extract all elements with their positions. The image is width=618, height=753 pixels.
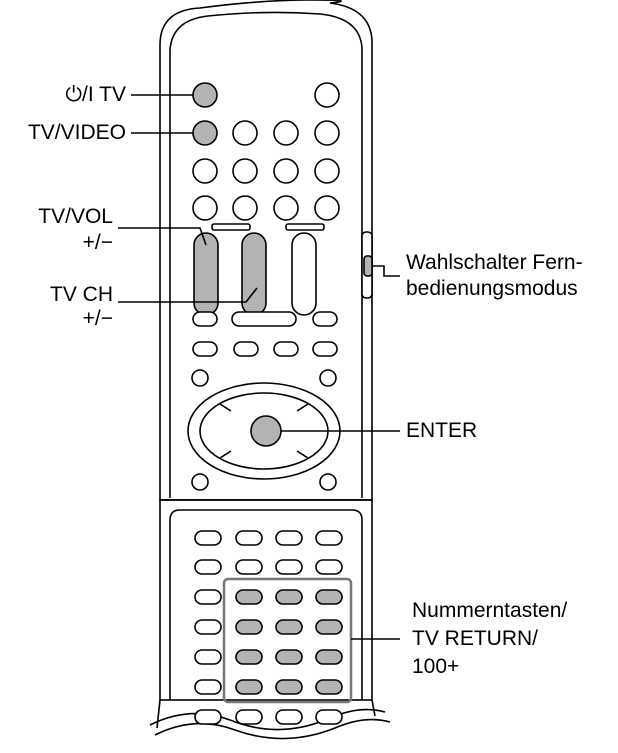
label-tv-vol: TV/VOL: [38, 205, 113, 228]
mode-switch-knob: [363, 255, 373, 277]
label-power-tv: ⏻/I TV: [65, 83, 126, 106]
power-tv-button: [192, 82, 218, 108]
label-tv-vol-sign: +/−: [82, 231, 113, 254]
label-enter: ENTER: [406, 419, 478, 442]
lower-cover-inner: [169, 509, 363, 700]
label-number-keys-1: Nummerntasten/: [412, 599, 568, 622]
wavy-cut-2: [154, 718, 391, 740]
tv-video-button: [192, 120, 218, 146]
label-number-keys-2: TV RETURN/: [412, 627, 538, 650]
top-right-button: [314, 82, 340, 108]
label-tv-ch: TV CH: [50, 283, 113, 306]
label-tv-ch-sign: +/−: [82, 307, 113, 330]
enter-button: [250, 415, 282, 447]
leader-tv-ch: [118, 287, 258, 303]
label-tv-video: TV/VIDEO: [27, 121, 126, 144]
leader-tv-vol: [118, 227, 207, 246]
label-mode-switch-1: Wahlschalter Fern-: [406, 251, 583, 274]
number-keys-highlight: [222, 577, 353, 704]
label-number-keys-3: 100+: [412, 655, 460, 678]
leader-mode-switch: [372, 265, 400, 277]
label-mode-switch-2: bedienungsmodus: [406, 277, 578, 300]
remote-body-inner: [169, 11, 363, 498]
wavy-cut-1: [149, 708, 386, 731]
